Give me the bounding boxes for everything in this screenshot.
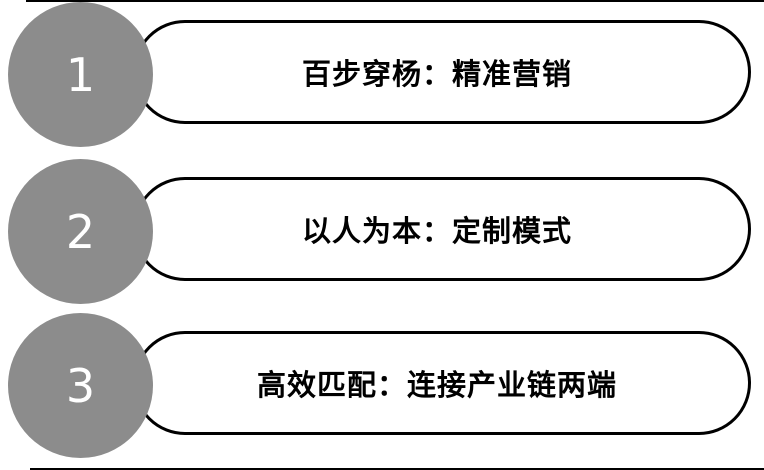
step-number-circle-3: 3 <box>8 313 153 458</box>
step-label-1: 百步穿杨：精准营销 <box>301 57 572 91</box>
step-number-circle-2: 2 <box>8 159 153 304</box>
step-number-1: 1 <box>65 47 96 102</box>
step-pill-3: 高效匹配：连接产业链两端 <box>133 331 751 435</box>
step-pill-2: 以人为本：定制模式 <box>133 177 751 281</box>
step-label-2: 以人为本：定制模式 <box>301 214 572 248</box>
step-number-circle-1: 1 <box>8 2 153 147</box>
step-label-3: 高效匹配：连接产业链两端 <box>256 368 617 402</box>
top-border-line <box>26 0 764 2</box>
diagram-row-3: 高效匹配：连接产业链两端 3 <box>0 311 764 461</box>
step-number-3: 3 <box>65 358 96 413</box>
step-pill-1: 百步穿杨：精准营销 <box>133 20 751 124</box>
bottom-border-line <box>30 468 764 470</box>
step-number-2: 2 <box>65 204 96 259</box>
diagram-row-1: 百步穿杨：精准营销 1 <box>0 0 764 150</box>
diagram-row-2: 以人为本：定制模式 2 <box>0 157 764 307</box>
